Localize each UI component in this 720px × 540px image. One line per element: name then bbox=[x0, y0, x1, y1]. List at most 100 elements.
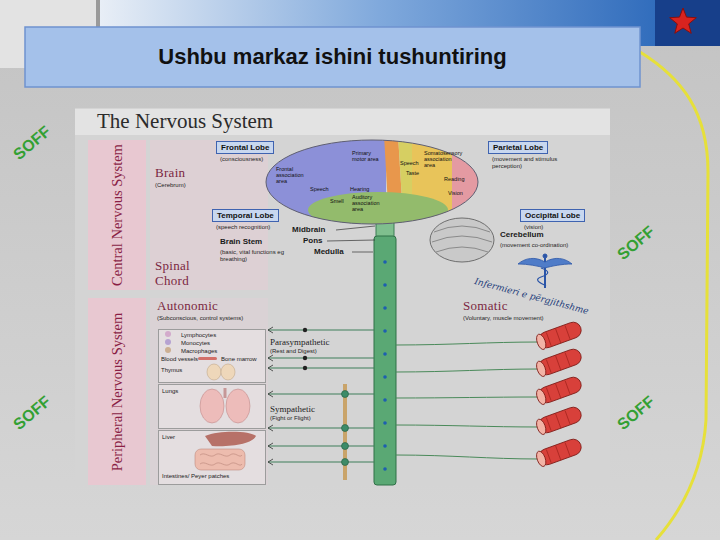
watermark: SOFF bbox=[614, 223, 658, 264]
node-text: (speech recognition) bbox=[216, 224, 270, 231]
slide-title: Ushbu markaz ishini tushuntiring bbox=[25, 27, 640, 87]
cord-dots bbox=[383, 260, 387, 471]
cord-dot bbox=[383, 352, 387, 356]
muscle-end bbox=[535, 418, 548, 436]
node-text: Lymphocytes bbox=[181, 332, 216, 339]
caduceus-knob bbox=[543, 254, 547, 258]
heading-band bbox=[75, 109, 610, 135]
area-label: Reading bbox=[444, 176, 465, 182]
spinal-cord bbox=[374, 236, 396, 485]
node-text: Occipital Lobe bbox=[525, 211, 580, 220]
part-name: Pons bbox=[303, 237, 323, 246]
cord-dot bbox=[383, 329, 387, 333]
brain-lobes bbox=[260, 135, 482, 235]
muscle bbox=[535, 320, 584, 351]
cerebellum-folds bbox=[432, 226, 492, 252]
muscle-stripes bbox=[546, 352, 570, 374]
node-text: Liver bbox=[162, 434, 175, 441]
cord-dot bbox=[383, 375, 387, 379]
nerve-arrowheads bbox=[268, 391, 273, 465]
cord-dot bbox=[383, 283, 387, 287]
section-name: Somatic bbox=[463, 299, 508, 314]
muscle bbox=[535, 375, 584, 406]
node-text: Lungs bbox=[162, 388, 178, 395]
caduceus bbox=[518, 254, 572, 288]
cerebellum-shape bbox=[430, 218, 494, 262]
node-text: Central Nervous System bbox=[109, 144, 126, 286]
area-label: Primary motor area bbox=[352, 150, 382, 162]
area-label: Taste bbox=[406, 170, 419, 176]
red-star bbox=[670, 8, 697, 33]
organ-panel: Lungs bbox=[158, 384, 266, 429]
cord-dot bbox=[383, 444, 387, 448]
node-text: Frontal Lobe bbox=[221, 143, 269, 152]
diagram-heading: The Nervous System bbox=[97, 110, 273, 134]
caduceus-wings bbox=[518, 258, 572, 268]
sympathetic-ganglia bbox=[342, 391, 349, 466]
area-label: Speech bbox=[400, 160, 419, 166]
node-text: Macrophages bbox=[181, 348, 217, 355]
star-ground bbox=[655, 0, 720, 46]
section-band: Peripheral Nervous System bbox=[88, 298, 146, 485]
node-text: Monocytes bbox=[181, 340, 210, 347]
division-name: Sympathetic bbox=[270, 404, 315, 414]
cord-dot bbox=[383, 260, 387, 264]
part-name: Medulla bbox=[314, 248, 344, 257]
node-text: (vision) bbox=[524, 224, 543, 231]
ganglion bbox=[342, 459, 349, 466]
area-label: Speech bbox=[310, 186, 329, 192]
part-name: Spinal Chord bbox=[155, 259, 205, 288]
ganglion-dot bbox=[303, 356, 307, 360]
node-text: Temporal Lobe bbox=[217, 211, 274, 220]
section-note: (Subconscious, control systems) bbox=[157, 315, 243, 322]
node-text: Parietal Lobe bbox=[493, 143, 543, 152]
pns-region bbox=[150, 298, 268, 485]
area-label: Smell bbox=[330, 198, 344, 204]
yellow-curve bbox=[640, 52, 708, 540]
temporal-lobe-area bbox=[308, 192, 448, 228]
cord-dot bbox=[383, 398, 387, 402]
image-panel bbox=[75, 108, 610, 485]
area-label: Vision bbox=[448, 190, 463, 196]
sensory-strip bbox=[398, 135, 414, 200]
ganglion-dot bbox=[303, 366, 307, 370]
cord-dot bbox=[383, 306, 387, 310]
somatic-nerves bbox=[396, 342, 539, 459]
node-text: Intestines/ Peyer patches bbox=[162, 473, 229, 480]
lobe-label-box: Occipital Lobe(vision) bbox=[520, 209, 585, 222]
part-name: Cerebellum bbox=[500, 231, 544, 240]
part-note: (Cerebrum) bbox=[155, 182, 186, 189]
node-text: Blood vessels bbox=[161, 356, 198, 363]
node-text: (movement and stimulus perception) bbox=[492, 156, 566, 170]
section-band: Central Nervous System bbox=[88, 140, 146, 290]
muscle-stripes bbox=[546, 325, 570, 347]
ganglion-dot bbox=[303, 328, 307, 332]
ganglion bbox=[342, 425, 349, 432]
node-text: Peripheral Nervous System bbox=[109, 312, 126, 471]
sympathetic-nerves bbox=[268, 394, 374, 462]
watermark: SOFF bbox=[10, 123, 54, 164]
ganglion bbox=[342, 391, 349, 398]
muscle-end bbox=[535, 450, 548, 468]
muscle-end bbox=[535, 333, 548, 351]
cord-dot bbox=[383, 467, 387, 471]
muscle bbox=[535, 437, 584, 468]
part-name: Brain bbox=[155, 166, 185, 181]
muscle-stripes bbox=[546, 442, 570, 464]
part-note: (movement co-ordination) bbox=[500, 242, 568, 249]
watermark: SOFF bbox=[10, 393, 54, 434]
organ-panel: LiverIntestines/ Peyer patches bbox=[158, 430, 266, 485]
muscle-stripes bbox=[546, 380, 570, 402]
title-box bbox=[25, 27, 640, 87]
muscle bbox=[535, 347, 584, 378]
section-name: Autonomic bbox=[157, 299, 218, 314]
ganglion bbox=[342, 443, 349, 450]
muscle-stripes bbox=[546, 410, 570, 432]
muscle-end bbox=[535, 388, 548, 406]
node-text: (consciousness) bbox=[220, 156, 263, 163]
area-label: Auditory association area bbox=[352, 194, 384, 212]
part-name: Midbrain bbox=[292, 226, 325, 235]
division-name: Parasympathetic bbox=[270, 337, 329, 347]
